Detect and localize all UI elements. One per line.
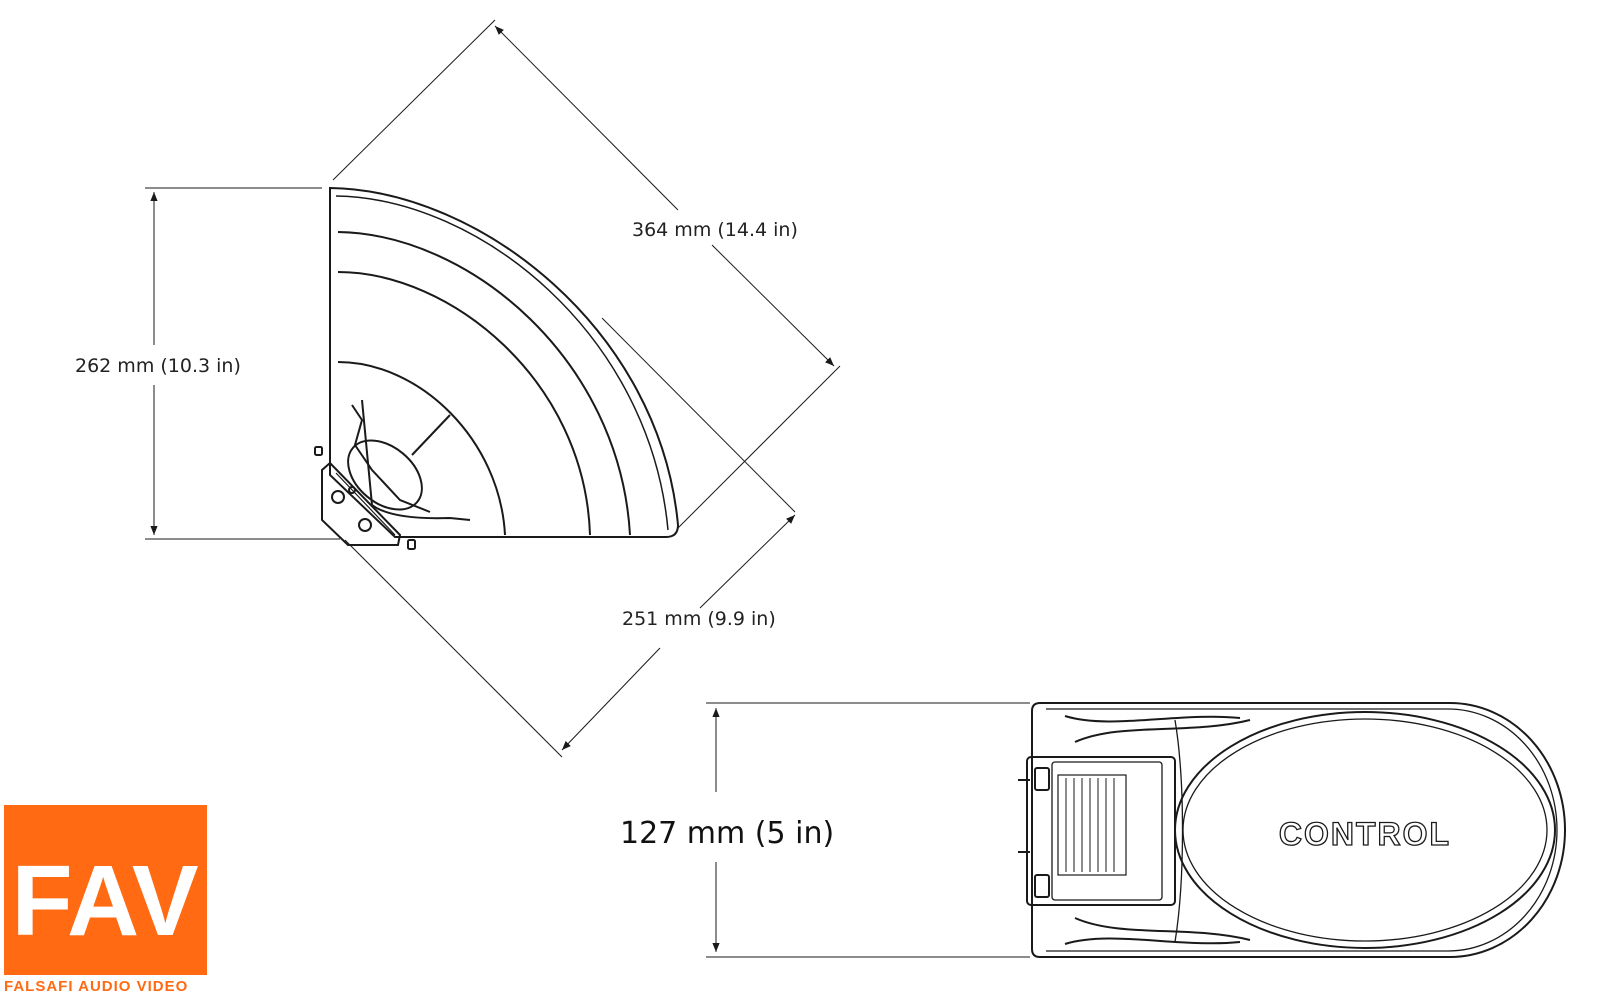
rear-clip-1	[1034, 767, 1050, 791]
bottom-view-inner-housing	[1046, 708, 1558, 952]
side-curve-bottom-1	[1064, 937, 1241, 945]
rear-terminal-inner	[1051, 761, 1163, 901]
woofer-divider	[411, 414, 451, 456]
mount-bracket	[321, 461, 402, 546]
side-view-outer-shell	[329, 186, 680, 538]
grille-arc-2	[337, 271, 591, 536]
dim-label-364: 364 mm (14.4 in)	[632, 219, 798, 241]
fav-logo: FAV	[4, 805, 207, 975]
fav-logo-tile	[4, 805, 207, 975]
woofer-cone	[361, 399, 471, 521]
fav-logo-mark: FAV	[11, 845, 198, 957]
dim-line-251	[561, 514, 796, 751]
bracket-screw-3	[348, 486, 356, 494]
rear-clip-2	[1034, 874, 1050, 898]
bracket-tab-2	[407, 539, 416, 550]
heatsink-fins	[1065, 778, 1115, 872]
woofer-center	[347, 439, 423, 511]
side-curve-top-1	[1064, 715, 1241, 723]
dim-line-364	[494, 25, 835, 367]
bottom-view	[1018, 702, 1566, 958]
dim-label-127: 127 mm (5 in)	[620, 816, 834, 851]
grille-arc-3	[337, 361, 506, 536]
side-view	[314, 186, 680, 550]
side-curve-bottom-2	[1074, 917, 1251, 941]
rear-terminal-block	[1026, 756, 1176, 906]
rear-heatsink	[1057, 774, 1127, 876]
product-badge-text: CONTROL	[1279, 816, 1451, 852]
bracket-tab-1	[314, 446, 323, 456]
grille-arc-1	[337, 231, 631, 536]
side-view-inner-shell	[335, 195, 669, 531]
side-view-extension-lines	[145, 19, 841, 758]
side-curve-top-2	[1074, 719, 1251, 743]
side-curve-mid	[1174, 719, 1184, 943]
woofer-surround	[351, 404, 431, 513]
bracket-screw-1	[331, 490, 345, 504]
bottom-view-outer-housing	[1031, 702, 1566, 958]
fav-logo-caption: FALSAFI AUDIO VIDEO	[4, 978, 189, 995]
bottom-view-extension-lines	[706, 702, 1030, 958]
dim-label-251: 251 mm (9.9 in)	[622, 608, 776, 630]
bracket-screw-2	[358, 518, 372, 532]
dim-label-262: 262 mm (10.3 in)	[75, 355, 241, 377]
bracket-seam	[335, 472, 396, 536]
